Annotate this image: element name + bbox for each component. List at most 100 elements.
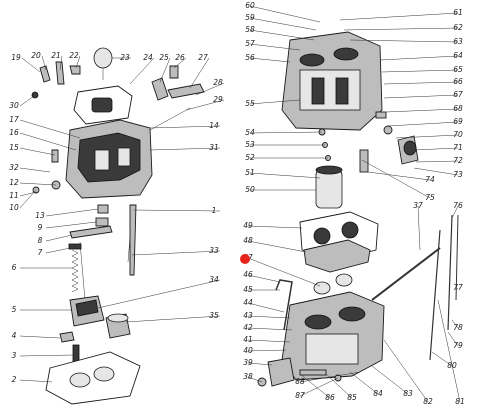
callout-15: 15 — [9, 143, 19, 152]
leader-line-10 — [19, 189, 37, 209]
callout-68: 68 — [453, 104, 463, 113]
throttle-disc — [93, 47, 113, 69]
screw-88 — [299, 369, 327, 376]
callout-74: 74 — [425, 175, 435, 184]
callout-63: 63 — [453, 37, 463, 46]
leader-line-34 — [97, 279, 221, 309]
upper-chamber — [299, 69, 361, 111]
callout-29: 29 — [213, 95, 223, 104]
leader-line-84 — [349, 371, 379, 395]
lever-20 — [39, 65, 51, 83]
callout-17: 17 — [9, 115, 19, 124]
callout-70: 70 — [453, 130, 463, 139]
callout-51: 51 — [245, 168, 255, 177]
leader-line-9 — [45, 221, 97, 229]
callout-40: 40 — [243, 346, 253, 355]
leader-line-54 — [249, 131, 323, 134]
leader-line-27 — [189, 57, 210, 89]
leader-line-14 — [149, 125, 221, 129]
leader-line-31 — [149, 147, 221, 151]
callout-34: 34 — [209, 275, 219, 284]
arm-7 — [69, 225, 113, 239]
callout-77: 77 — [453, 283, 463, 292]
leader-line-4 — [19, 335, 61, 339]
upper-bore-1 — [299, 53, 325, 67]
leader-line-40 — [247, 349, 287, 352]
leader-line-35 — [125, 315, 221, 323]
callout-37: 37 — [413, 201, 423, 210]
callout-85: 85 — [347, 393, 357, 402]
right-assembly — [257, 31, 459, 387]
link-46 — [275, 279, 293, 331]
callout-87: 87 — [295, 391, 305, 400]
leader-line-80 — [431, 351, 453, 367]
leader-line-87 — [299, 377, 339, 397]
leader-line-47 — [247, 257, 321, 287]
leader-line-38 — [247, 376, 263, 383]
leader-line-70 — [395, 134, 459, 139]
callout-26: 26 — [175, 53, 185, 62]
callout-71: 71 — [453, 143, 463, 152]
leader-line-48 — [247, 240, 307, 253]
lower-chamber — [305, 333, 359, 365]
callout-52: 52 — [245, 153, 255, 162]
leader-line-85 — [325, 373, 353, 399]
callout-73: 73 — [453, 170, 463, 179]
leader-line-66 — [383, 81, 459, 85]
callout-67: 67 — [453, 90, 463, 99]
callout-13: 13 — [35, 211, 45, 220]
leader-line-2 — [19, 379, 53, 383]
leader-line-13 — [45, 208, 99, 217]
callout-2: 2 — [12, 375, 17, 384]
leader-line-29 — [185, 99, 225, 111]
callout-8: 8 — [38, 236, 43, 245]
leader-line-44 — [247, 302, 285, 313]
callout-54: 54 — [245, 128, 255, 137]
leader-line-68 — [385, 108, 459, 113]
lever-85 — [267, 357, 295, 387]
callout-23: 23 — [120, 53, 130, 62]
callout-61: 61 — [453, 8, 463, 17]
callout-28: 28 — [213, 78, 223, 87]
leader-line-19 — [21, 57, 41, 73]
callout-30: 30 — [9, 101, 19, 110]
leader-line-32 — [19, 167, 51, 173]
pump-block-35 — [75, 299, 99, 317]
washer-69 — [383, 125, 393, 135]
callout-5: 5 — [12, 305, 17, 314]
callout-86: 86 — [325, 393, 335, 402]
callout-24: 24 — [143, 53, 153, 62]
screw-67 — [375, 111, 387, 119]
callout-22: 22 — [69, 51, 79, 60]
top-gasket-hole — [91, 97, 113, 113]
screw-19 — [31, 91, 39, 99]
leader-line-12 — [19, 182, 57, 186]
leader-line-67 — [383, 94, 459, 99]
rod-6 — [79, 241, 86, 301]
disc-47b — [335, 273, 353, 287]
leader-line-61 — [339, 12, 459, 21]
jet-8 — [95, 217, 109, 227]
leader-line-55 — [249, 99, 301, 105]
leader-line-75 — [361, 159, 431, 199]
leader-line-43 — [247, 315, 291, 319]
leader-line-22 — [75, 55, 81, 69]
housing-boss-2 — [117, 147, 131, 167]
callout-38: 38 — [243, 372, 253, 381]
leader-line-41 — [247, 339, 291, 343]
rod-30 — [149, 107, 191, 131]
leader-line-21 — [59, 55, 63, 71]
callout-65: 65 — [453, 65, 463, 74]
callout-45: 45 — [243, 285, 253, 294]
leader-line-25 — [159, 57, 171, 83]
callout-58: 58 — [245, 25, 255, 34]
lower-bore-2 — [338, 306, 366, 322]
callout-6: 6 — [12, 263, 17, 272]
base-hole-2 — [93, 366, 115, 382]
callout-46: 46 — [243, 270, 253, 279]
callout-1: 1 — [212, 206, 217, 215]
gasket-49-hole-2 — [341, 221, 359, 239]
lever-26 — [169, 65, 179, 79]
leader-line-78 — [451, 319, 459, 329]
